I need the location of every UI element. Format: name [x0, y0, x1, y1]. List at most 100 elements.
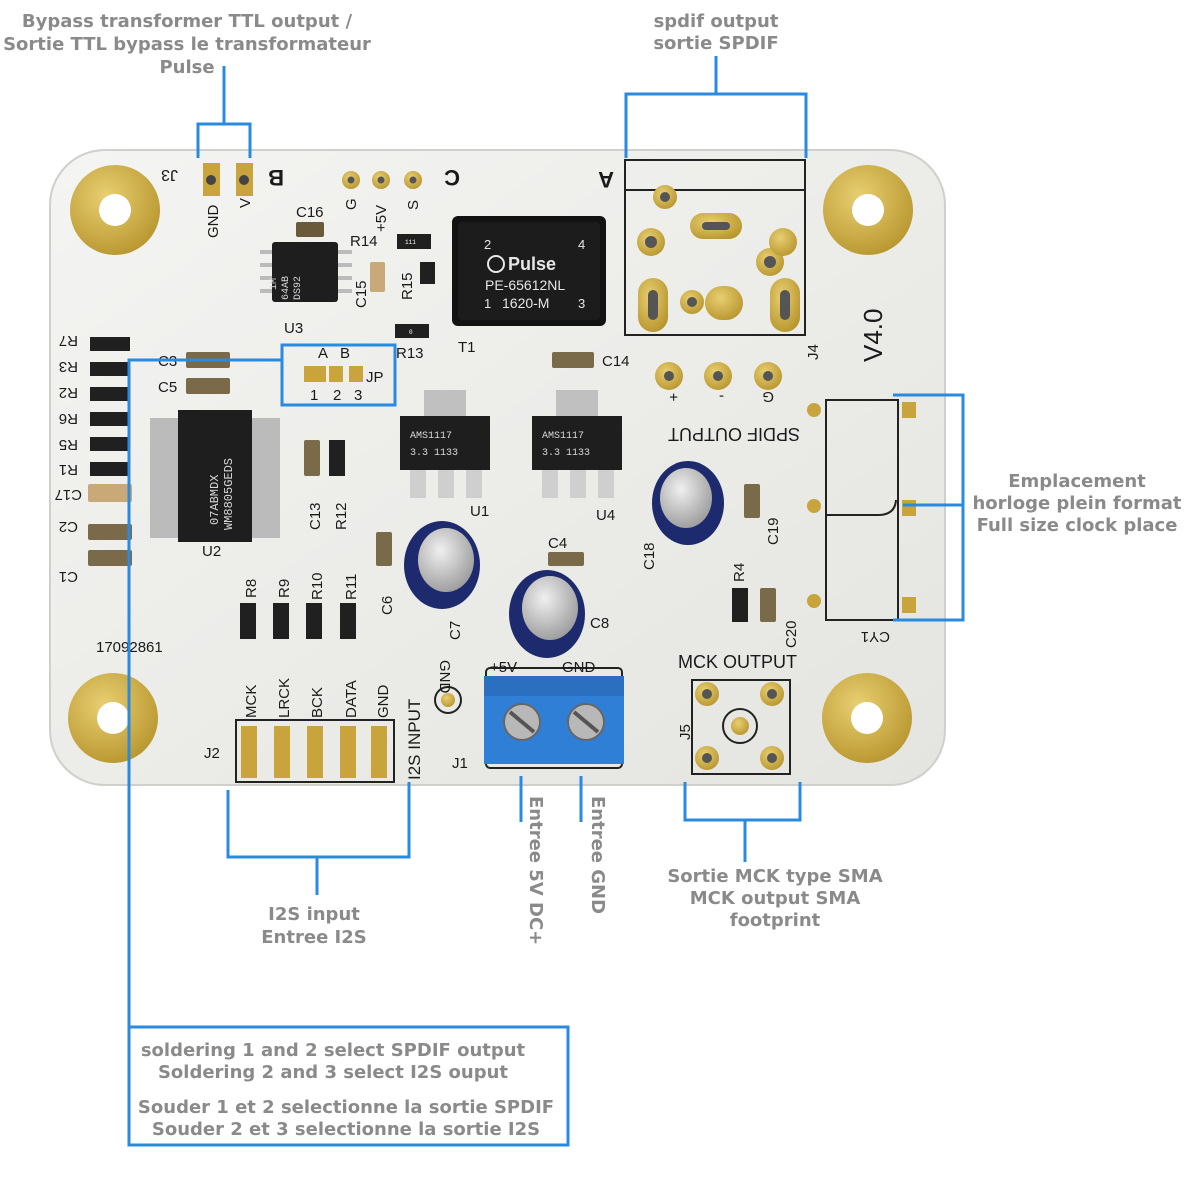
callout-lines: [127, 56, 965, 1147]
svg-text:0: 0: [409, 329, 413, 336]
r13-part: [395, 324, 429, 338]
r12-label: R12: [333, 502, 350, 530]
r14-part: [397, 234, 431, 249]
r2-label: R2: [59, 384, 78, 401]
c1-label: C1: [59, 568, 78, 585]
r15-label: R15: [399, 272, 416, 300]
r10-part: [306, 603, 322, 639]
c20-label: C20: [783, 620, 800, 648]
u1-regulator: [400, 390, 490, 498]
u4-chip-text-2: 3.3 1133: [542, 448, 590, 459]
c19-label: C19: [765, 517, 782, 545]
r15-part: [420, 262, 435, 284]
u3-chip: [260, 242, 352, 302]
u2-chip-text-1: WM8805GEDS: [222, 458, 236, 530]
bypass-annotation-line-2: Sortie TTL bypass le transformateur: [3, 34, 371, 55]
jumper-note-line-4: Souder 2 et 3 selectionne la sortie I2S: [152, 1119, 540, 1140]
mount-hole-bottom-right: [822, 673, 912, 763]
j2-pin-lrck-label: LRCK: [276, 678, 293, 718]
clock-annotation-line-1: Emplacement: [1008, 471, 1146, 492]
c-label: C: [444, 165, 460, 190]
c13-label: C13: [307, 502, 324, 530]
version-label: V4.0: [858, 309, 888, 363]
spdif-annotation-line-2: sortie SPDIF: [653, 33, 778, 54]
gnd-annotation: Entree GND: [587, 796, 608, 914]
jumper-note-line-2: Soldering 2 and 3 select I2S ouput: [158, 1062, 508, 1083]
mck-annotation-line-3: footprint: [730, 910, 821, 931]
c20-part: [760, 588, 776, 622]
mount-hole-top-left: [70, 165, 160, 255]
cy1-label: CY1: [861, 628, 890, 645]
u4-label: U4: [596, 507, 615, 524]
r9-part: [273, 603, 289, 639]
u3-chip-text-2: 64AB: [281, 276, 292, 300]
u2-label: U2: [202, 543, 221, 560]
u1-label: U1: [470, 503, 489, 520]
top-pads: [342, 171, 422, 189]
gnd-test-label: GND: [436, 660, 453, 694]
c8-label: C8: [590, 615, 609, 632]
spdif-plus-label: +: [669, 388, 678, 405]
c4-label: C4: [548, 535, 567, 552]
c4-part: [548, 552, 584, 566]
r1-label: R1: [59, 461, 78, 478]
top-pin-5v-label: +5V: [373, 205, 390, 232]
clock-annotation-line-3: Full size clock place: [977, 515, 1178, 536]
r12-part: [329, 440, 345, 476]
j2-header: [235, 719, 395, 783]
svg-text:111: 111: [405, 239, 416, 246]
j2-label: J2: [204, 745, 220, 762]
r6-label: R6: [59, 410, 78, 427]
c7-capacitor: [404, 521, 480, 609]
pulse-transformer: [452, 216, 606, 326]
c6-part: [376, 532, 392, 566]
jp-pad-1: [304, 366, 326, 382]
c6-label: C6: [379, 596, 396, 615]
j2-pin-bck-label: BCK: [309, 687, 326, 718]
gnd-test-point: [434, 686, 462, 714]
i2s-input-silk: I2S INPUT: [405, 699, 424, 780]
pulse-brand: Pulse: [508, 254, 556, 274]
u3-label: U3: [284, 320, 303, 337]
c5-label: C5: [158, 379, 177, 396]
top-pin-g-label: G: [343, 198, 360, 210]
jp-a-label: A: [318, 345, 328, 362]
jumper-note-line-1: soldering 1 and 2 select SPDIF output: [141, 1040, 526, 1061]
j2-pin-gnd-label: GND: [375, 685, 392, 719]
c17-label: C17: [54, 486, 82, 503]
jp-pad-2: [329, 366, 343, 382]
r14-label: R14: [350, 233, 378, 250]
j1-pin-gnd-label: GND: [562, 659, 596, 676]
c15-part: [370, 262, 385, 292]
jp-b-label: B: [340, 345, 350, 362]
r8-part: [240, 603, 256, 639]
mount-hole-bottom-left: [68, 673, 158, 763]
mck-output-silk: MCK OUTPUT: [678, 652, 797, 672]
j3-pin-gnd-label: GND: [205, 205, 222, 239]
c8-capacitor: [509, 570, 585, 658]
clock-annotation-line-2: horloge plein format: [972, 493, 1181, 514]
bypass-annotation-line-1: Bypass transformer TTL output /: [22, 11, 353, 32]
jumper-note-line-3: Souder 1 et 2 selectionne la sortie SPDI…: [138, 1097, 554, 1118]
u2-chip: [150, 410, 280, 542]
r11-label: R11: [343, 574, 360, 600]
r8-label: R8: [243, 579, 260, 598]
jp-1-label: 1: [310, 387, 318, 404]
spdif-output-silk: SPDIF OUTPUT: [668, 424, 800, 444]
c14-label: C14: [602, 353, 630, 370]
r5-label: R5: [59, 436, 78, 453]
pulse-pin-3: 3: [578, 296, 585, 311]
j3-pin-v-label: V: [237, 198, 254, 208]
c14-part: [552, 352, 594, 368]
dc-plus-annotation: Entree 5V DC+: [525, 796, 546, 945]
spdif-annotation-line-1: spdif output: [654, 11, 779, 32]
r10-label: R10: [309, 572, 326, 600]
j5-label: J5: [677, 724, 694, 740]
bypass-annotation-line-3: Pulse: [159, 57, 214, 78]
u1-chip-text-2: 3.3 1133: [410, 448, 458, 459]
pulse-pin-2: 2: [484, 237, 491, 252]
u4-regulator: [532, 390, 622, 498]
c18-label: C18: [641, 542, 658, 570]
mck-annotation-line-1: Sortie MCK type SMA: [667, 866, 882, 887]
j2-pin-data-label: DATA: [343, 680, 360, 718]
